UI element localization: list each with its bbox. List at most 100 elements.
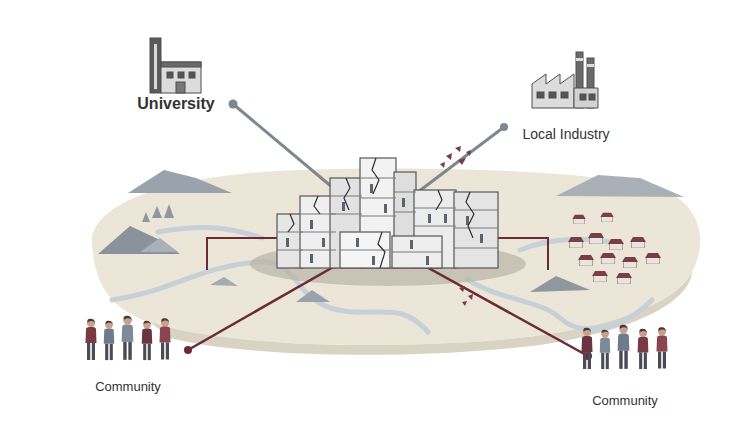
university-icon [150,38,161,93]
leader-lines [229,100,238,109]
factory-icon [589,94,595,100]
factory-icon [561,92,568,98]
building-floors [277,178,498,252]
building-figures [402,198,405,207]
ground [92,169,700,346]
building-figures [322,238,325,247]
university-icon [161,62,201,67]
building-floors [360,198,396,199]
building-floors [454,210,498,211]
building-floors [454,248,498,249]
building [277,158,498,268]
university-label: University [137,94,214,113]
leader-lines [188,262,342,350]
cracks [288,214,294,232]
leader-lines [184,346,192,354]
industry-label: Local Industry [522,126,609,143]
community-group [600,330,611,369]
debris [462,301,467,306]
factory-icon [532,74,574,108]
houses [608,239,624,250]
factory-icon [549,92,556,98]
building [277,214,303,268]
factory-icon [576,58,583,61]
cracks [378,232,385,268]
building-figures [310,254,313,263]
houses [645,253,661,264]
connector-frame [498,238,548,270]
trees [152,206,162,218]
river [112,227,652,332]
factory-icon [574,88,598,108]
community-group [142,321,153,360]
factory-icon [532,52,598,108]
building-figures [286,238,289,247]
houses [616,273,632,284]
cracks [436,190,442,210]
building-floors [330,214,362,215]
ground [92,169,700,355]
mountains [556,175,684,197]
community-label: Community [592,393,658,409]
leader-lines [414,260,588,356]
university-icon [150,38,201,93]
cracks [344,178,350,210]
building-floors [454,228,498,229]
community-group [122,316,134,360]
building-figures [342,202,345,211]
university-icon [161,62,201,93]
houses [622,257,638,268]
building-figures [356,238,359,247]
debris [440,146,473,306]
cracks [314,196,320,214]
community-group [638,329,649,369]
cracks [466,192,474,238]
community-group [104,321,115,360]
building [454,192,498,268]
debris [455,146,461,152]
leader-lines [418,127,504,192]
building-figures [372,256,375,265]
debris [440,162,445,168]
community-group [86,316,171,360]
houses [572,215,585,224]
trees [142,212,150,222]
community-group [86,319,97,360]
university-icon [154,44,157,89]
building-floors [394,192,416,193]
building [392,236,442,268]
building-floors [300,250,336,251]
community-group [657,327,668,368]
building-figures [410,240,413,249]
community-group [582,325,668,369]
university-icon [176,82,185,93]
building-floors [300,232,336,233]
houses [568,237,584,248]
houses [592,271,608,282]
houses [568,213,661,284]
mountains [296,290,330,302]
community-group [582,328,593,369]
debris [468,294,473,300]
houses [600,213,613,222]
building-figures [370,184,373,193]
building-figures [480,234,483,243]
houses [600,253,616,264]
building-figures [384,204,387,213]
debris [446,153,452,160]
cracks [372,158,379,194]
mountains [128,170,232,193]
building-floors [277,232,303,233]
river [158,227,262,238]
university-icon [178,72,184,78]
mountains [530,276,590,292]
factory-icon [537,92,544,98]
community-group [618,325,630,369]
building-figures [444,214,447,223]
leader-lines [500,123,508,131]
building-figures [310,220,313,229]
factory-icon [587,64,594,67]
building-floors [414,226,456,227]
building-figures [426,256,429,265]
debris [466,150,471,156]
